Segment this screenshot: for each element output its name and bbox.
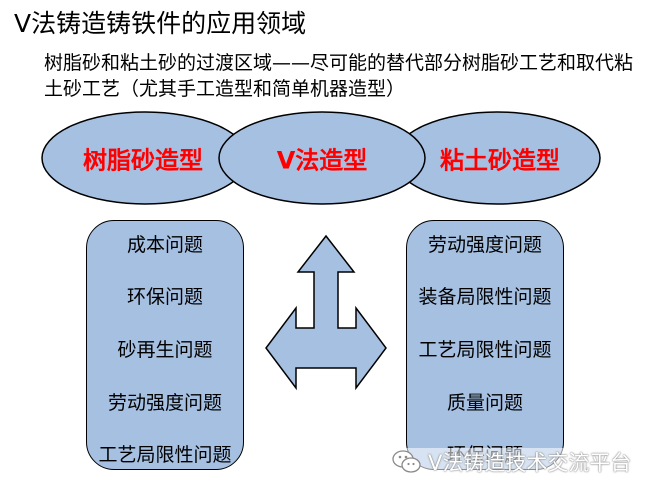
left-item-4: 劳动强度问题 (107, 392, 222, 414)
right-item-2: 装备局限性问题 (418, 286, 552, 308)
wechat-icon (392, 450, 421, 473)
subtitle: 树脂砂和粘土砂的过渡区域——尽可能的替代部分树脂砂工艺和取代粘土砂工艺（尤其手工… (44, 52, 634, 100)
right-problem-panel: 劳动强度问题 装备局限性问题 工艺局限性问题 质量问题 环保问题 (406, 220, 564, 470)
left-item-1: 成本问题 (126, 234, 203, 256)
left-item-3: 砂再生问题 (117, 339, 213, 361)
left-item-5: 工艺局限性问题 (98, 444, 232, 466)
label-v-process: V法造型 (276, 146, 368, 175)
left-problem-panel: 成本问题 环保问题 砂再生问题 劳动强度问题 工艺局限性问题 (86, 220, 244, 470)
watermark: V法铸造技术交流平台 (388, 448, 636, 476)
watermark-text: V法铸造技术交流平台 (428, 451, 632, 475)
right-item-1: 劳动强度问题 (427, 234, 542, 256)
label-clay-sand: 粘土砂造型 (440, 146, 560, 175)
right-item-4: 质量问题 (446, 392, 523, 414)
page-title: V法铸造铸铁件的应用领域 (14, 9, 307, 38)
right-item-3: 工艺局限性问题 (418, 339, 552, 361)
label-resin-sand: 树脂砂造型 (83, 146, 203, 175)
ellipse-center (218, 111, 426, 205)
three-way-arrow-shape (265, 234, 387, 391)
left-item-2: 环保问题 (126, 286, 203, 308)
